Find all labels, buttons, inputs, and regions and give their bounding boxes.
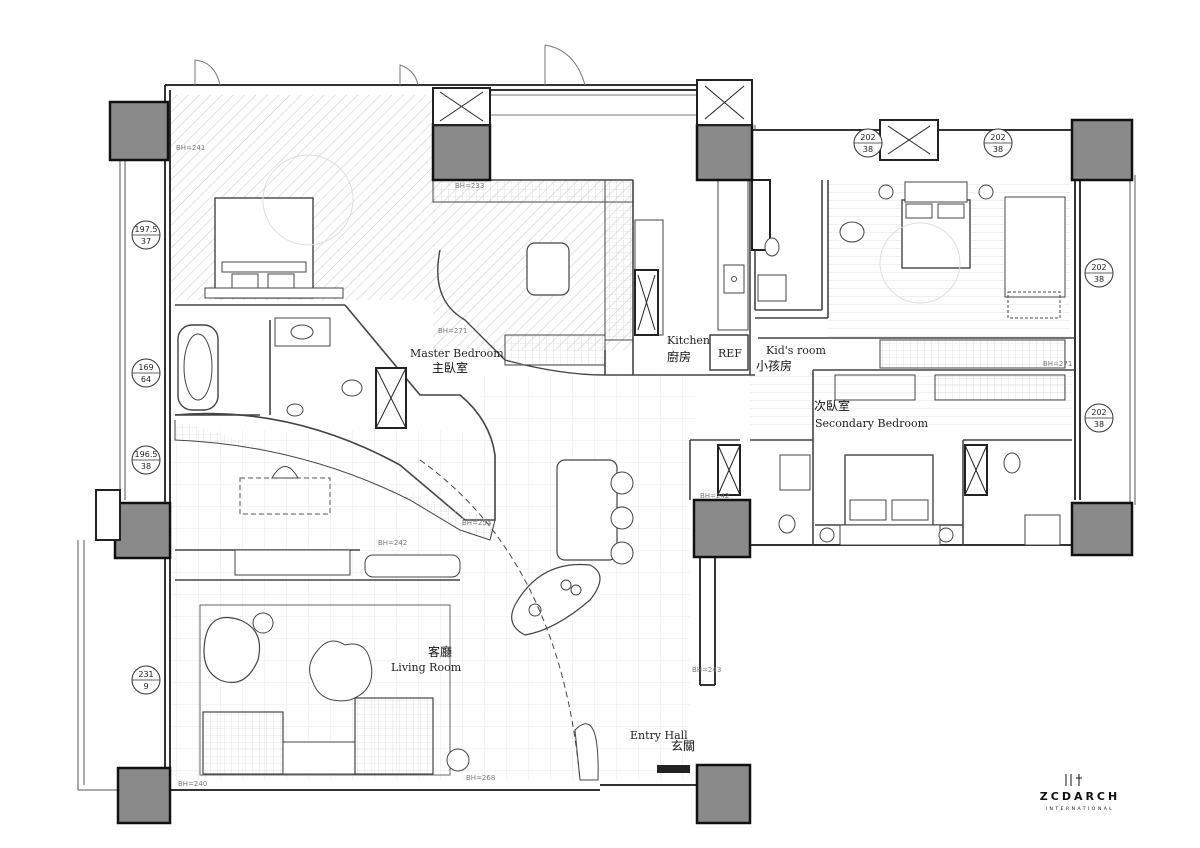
window-tag-2: 169 64 (131, 358, 161, 388)
secondary-bedroom-label-zh: 次臥室 (814, 398, 850, 413)
svg-text:38: 38 (1094, 275, 1104, 284)
kids-room-label-en: Kid's room (766, 344, 826, 357)
living-furniture (199, 466, 599, 781)
bh-tag: BH=243 (692, 666, 721, 674)
master-bathroom (177, 317, 407, 429)
kitchen-label-zh: 廚房 (667, 349, 691, 364)
svg-text:196.5: 196.5 (135, 450, 158, 459)
secondary-bed (819, 374, 1066, 546)
fridge-box (709, 334, 749, 371)
window-tag-7: 202 38 (1084, 258, 1114, 288)
entry-hall-label-zh: 玄關 (671, 738, 695, 753)
window-tag-6: 202 38 (983, 128, 1013, 158)
entry-hall-label-en: Entry Hall (630, 729, 688, 742)
bh-tag: BH=268 (466, 774, 495, 782)
svg-text:202: 202 (1091, 408, 1106, 417)
entry-door-arc (419, 459, 581, 781)
kitchen-sink-drain (731, 276, 737, 282)
svg-text:202: 202 (1091, 263, 1106, 272)
kids-bathroom (751, 179, 787, 302)
svg-text:169: 169 (138, 363, 153, 372)
master-bed (204, 154, 354, 299)
secondary-bathrooms (717, 444, 1061, 546)
window-tag-1: 197.5 37 (131, 220, 161, 250)
kitchen-counter-bottom (504, 334, 606, 366)
dining-bar (511, 459, 634, 636)
living-room-label-en: Living Room (391, 661, 462, 674)
kids-bed (839, 181, 1066, 369)
kids-room-label-zh: 小孩房 (756, 358, 792, 373)
corridor-tile-floor (480, 375, 695, 455)
window-tag-3: 196.5 38 (131, 445, 161, 475)
window-tag-4: 231 9 (131, 665, 161, 695)
master-bedroom-label-en: Master Bedroom (410, 347, 504, 360)
entry-mat (657, 765, 690, 773)
living-room-label-zh: 客廳 (428, 644, 452, 659)
svg-text:38: 38 (863, 145, 873, 154)
svg-text:197.5: 197.5 (135, 225, 158, 234)
fridge-label: REF (718, 347, 742, 360)
kitchen-counter-right (604, 179, 634, 341)
top-windows (194, 44, 700, 116)
svg-text:202: 202 (860, 133, 875, 142)
svg-text:231: 231 (138, 670, 153, 679)
svg-text:37: 37 (141, 237, 151, 246)
master-curved-cabinet (174, 420, 496, 541)
secondary-bedroom-label-en: Secondary Bedroom (815, 417, 929, 430)
bh-tag: BH=254 (462, 519, 492, 527)
kitchen-sink-counter (717, 179, 749, 331)
bh-tag: BH=233 (455, 182, 484, 190)
exterior-window-left (77, 125, 1136, 791)
window-tag-8: 202 38 (1084, 403, 1114, 433)
svg-text:38: 38 (993, 145, 1003, 154)
svg-text:38: 38 (141, 462, 151, 471)
kitchen-island (526, 242, 570, 296)
logo-name: ZCDARCH (1040, 790, 1120, 803)
kitchen-label-en: Kitchen (667, 334, 710, 347)
bh-tag: BH=240 (178, 780, 207, 788)
duct-shafts (95, 79, 939, 541)
bh-tag: BH=241 (176, 144, 205, 152)
master-bedroom-label-zh: 主臥室 (432, 360, 468, 375)
svg-text:38: 38 (1094, 420, 1104, 429)
bh-tag: BH=271 (1043, 360, 1072, 368)
outer-walls (164, 84, 1081, 791)
bh-tag: BH=242 (378, 539, 407, 547)
bh-tag: BH=242 (700, 492, 729, 500)
window-tag-5: 202 38 (853, 128, 883, 158)
svg-text:64: 64 (141, 375, 151, 384)
structural-columns (108, 100, 1134, 825)
svg-text:9: 9 (143, 682, 148, 691)
company-logo: ZCDARCH INTERNATIONAL (1040, 774, 1120, 812)
bh-tag: BH=271 (438, 327, 467, 335)
kitchen-sink (723, 264, 745, 294)
logo-sub: INTERNATIONAL (1046, 806, 1115, 812)
master-curved-wall (174, 304, 496, 521)
svg-text:202: 202 (990, 133, 1005, 142)
